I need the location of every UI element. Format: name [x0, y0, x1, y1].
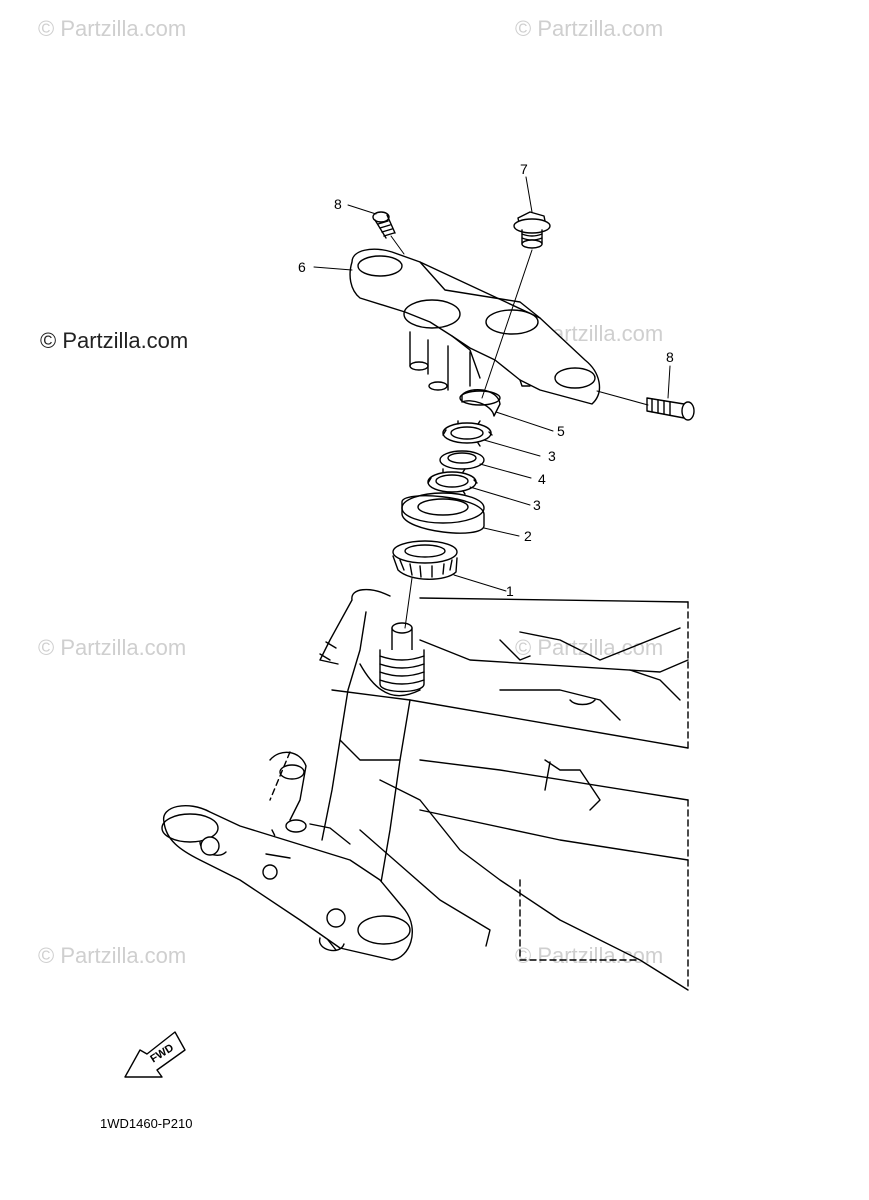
fwd-arrow-icon	[124, 1031, 186, 1078]
watermark-layer: © Partzilla.com © Partzilla.com © Partzi…	[38, 16, 663, 968]
part-3-ring-nut-upper	[442, 420, 493, 447]
part-5-collar	[459, 388, 501, 417]
watermark-strong: © Partzilla.com	[40, 328, 188, 353]
watermark: © Partzilla.com	[515, 16, 663, 41]
watermark: © Partzilla.com	[515, 943, 663, 968]
callout-8-side: 8	[666, 349, 674, 365]
lower-bracket	[161, 751, 413, 961]
part-3-ring-nut-lower	[427, 468, 478, 495]
part-6-upper-bracket	[349, 248, 601, 405]
part-1-bearing	[392, 540, 458, 580]
callout-3-upper: 3	[548, 448, 556, 464]
diagram-code: 1WD1460-P210	[100, 1116, 193, 1131]
watermark: © Partzilla.com	[38, 635, 186, 660]
callout-8-upper: 8	[334, 196, 342, 212]
callout-6: 6	[298, 259, 306, 275]
callout-1: 1	[506, 583, 514, 599]
part-2-dust-seal	[401, 492, 485, 534]
callout-4: 4	[538, 471, 546, 487]
callout-leaders	[313, 176, 671, 629]
part-7-flange-bolt	[513, 211, 551, 249]
watermark: © Partzilla.com	[38, 16, 186, 41]
watermark: © Partzilla.com	[38, 943, 186, 968]
callout-3-lower: 3	[533, 497, 541, 513]
watermark: © Partzilla.com	[515, 635, 663, 660]
callout-5: 5	[557, 423, 565, 439]
callout-2: 2	[524, 528, 532, 544]
callout-7: 7	[520, 161, 528, 177]
part-8-side-bolt	[646, 397, 695, 421]
part-4-washer	[439, 450, 485, 470]
part-8-upper-bolt	[372, 211, 396, 239]
